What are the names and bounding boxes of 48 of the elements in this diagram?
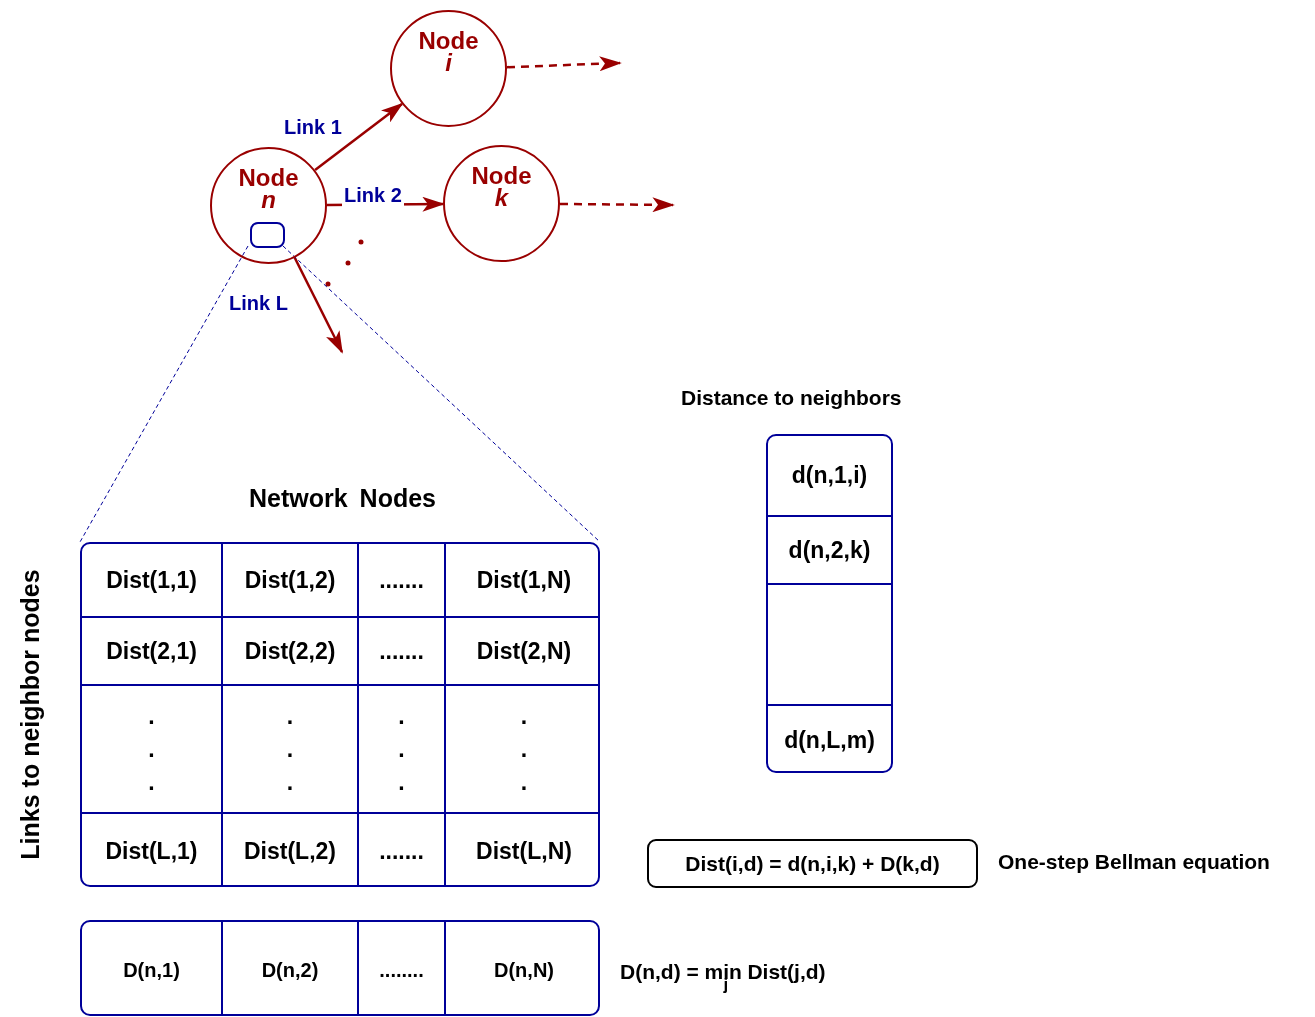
table-cell: ... bbox=[82, 686, 223, 814]
table-cell: Dist(2,2) bbox=[223, 618, 359, 686]
table-cell-text: d(n,L,m) bbox=[783, 726, 876, 755]
table-cell: Dist(1,1) bbox=[82, 544, 223, 618]
equation-caption: One-step Bellman equation bbox=[998, 850, 1270, 874]
table-cell: Dist(L,2) bbox=[223, 814, 359, 885]
table-frame bbox=[80, 920, 600, 1016]
node-name: Node bbox=[237, 167, 300, 189]
node-variable: n bbox=[260, 189, 277, 211]
table-cell: Dist(2,N) bbox=[446, 618, 598, 686]
node-name: Node bbox=[417, 30, 480, 52]
table-frame bbox=[766, 434, 893, 773]
node-circle bbox=[210, 147, 327, 264]
table-title: Distance to neighbors bbox=[681, 386, 902, 410]
table-cell: d(n,2,k) bbox=[768, 517, 891, 585]
arrow bbox=[560, 197, 675, 213]
table-cell: Dist(L,1) bbox=[82, 814, 223, 885]
table-title: Network Nodes bbox=[249, 484, 436, 513]
zoom-line bbox=[282, 245, 601, 543]
zoom-line bbox=[79, 245, 249, 543]
table-cell: ... bbox=[223, 686, 359, 814]
equation-box: Dist(i,d) = d(n,i,k) + D(k,d) bbox=[647, 839, 978, 888]
edge-label: Link 2 bbox=[342, 184, 404, 207]
table-cell-text: Dist(L,N) bbox=[475, 837, 573, 866]
table-symbol-box bbox=[250, 222, 285, 248]
node-name: Node bbox=[470, 165, 533, 187]
table-cell: ........ bbox=[359, 922, 446, 1014]
table-cell: ....... bbox=[359, 814, 446, 885]
node-variable: i bbox=[444, 52, 454, 74]
table-cell: D(n,1) bbox=[82, 922, 223, 1014]
node-circle bbox=[443, 145, 560, 262]
table-cell: Dist(2,1) bbox=[82, 618, 223, 686]
node-variable: k bbox=[493, 187, 510, 209]
table-frame bbox=[80, 542, 600, 887]
table-cell: ....... bbox=[359, 544, 446, 618]
table-cell: Dist(1,N) bbox=[446, 544, 598, 618]
table-cell: d(n,1,i) bbox=[768, 436, 891, 517]
arrow bbox=[314, 102, 404, 172]
table-cell-text: D(n,N) bbox=[493, 957, 555, 983]
table-cell: D(n,2) bbox=[223, 922, 359, 1014]
node-circle bbox=[390, 10, 507, 127]
table-cell: ... bbox=[446, 686, 598, 814]
axis-title: Links to neighbor nodes bbox=[15, 568, 45, 860]
table-cell: ... bbox=[359, 686, 446, 814]
table-cell: ....... bbox=[359, 618, 446, 686]
arrow bbox=[293, 257, 344, 354]
arrow bbox=[506, 56, 622, 72]
table-cell: Dist(1,2) bbox=[223, 544, 359, 618]
